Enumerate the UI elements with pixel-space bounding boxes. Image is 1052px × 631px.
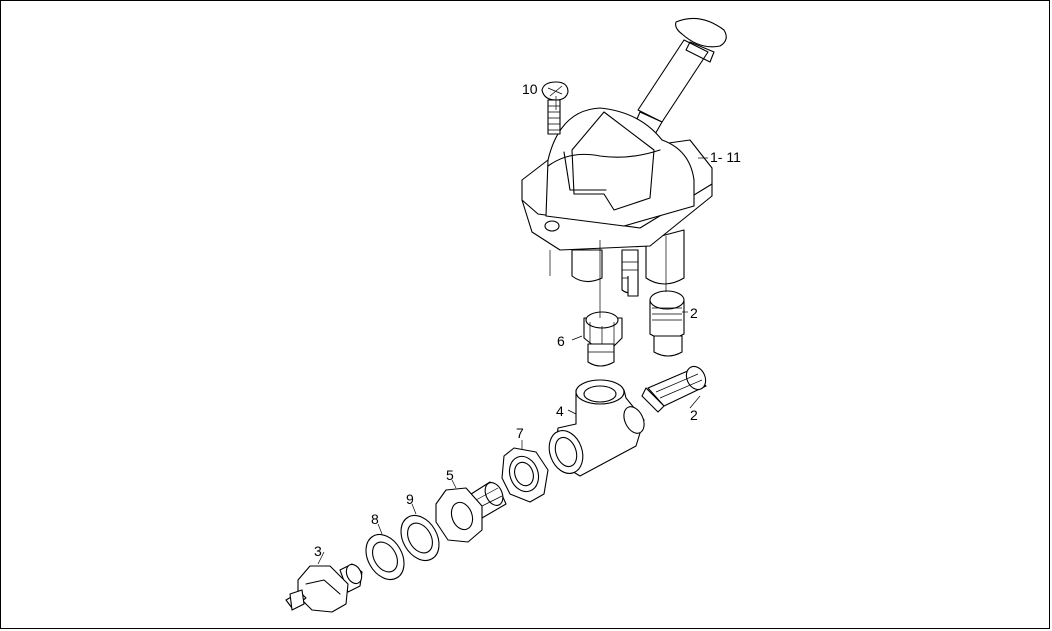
leader-lines [317,96,708,565]
callout-5: 5 [446,467,454,483]
callout-1-11: 1- 11 [710,149,741,165]
callout-6: 6 [557,333,565,349]
part-washer-9[interactable] [393,509,446,568]
part-hex-fitting[interactable] [435,480,507,543]
part-sensor-plug[interactable] [285,562,365,613]
callout-2-upper: 2 [690,305,698,321]
callout-3: 3 [314,543,322,559]
part-valve-body[interactable] [521,17,727,297]
lever-handle [633,17,727,137]
callout-4: 4 [556,403,564,419]
callout-2-lower: 2 [690,407,698,423]
part-hex-adapter[interactable] [583,311,623,367]
part-fitting-upper[interactable] [649,290,685,357]
part-washer-8[interactable] [358,528,411,587]
part-nut[interactable] [501,447,549,503]
callout-10: 10 [522,81,538,97]
part-screw[interactable] [541,81,569,135]
part-fitting-lower[interactable] [641,363,709,413]
callout-8: 8 [371,511,379,527]
callout-7: 7 [516,425,524,441]
callout-9: 9 [406,491,414,507]
callout-labels: 10 1- 11 2 6 2 4 7 5 9 8 3 [314,81,741,559]
part-tee[interactable] [543,379,648,478]
